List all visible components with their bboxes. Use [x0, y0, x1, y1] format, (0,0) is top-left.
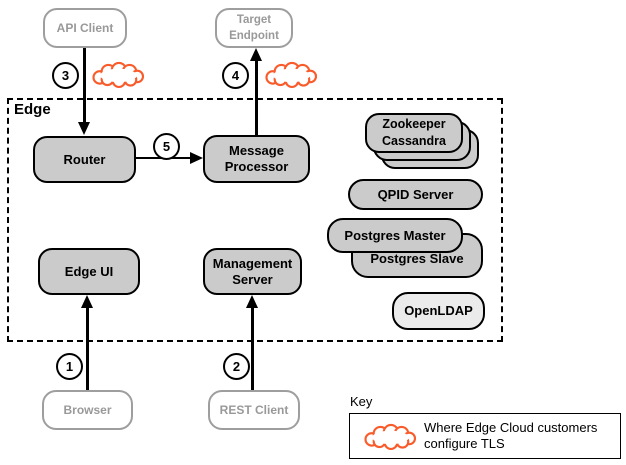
step-5-number: 5 [162, 139, 171, 154]
key-description: Where Edge Cloud customers configure TLS [424, 420, 598, 451]
tls-cloud-icon-step3 [92, 61, 145, 89]
zookeeper-label: Zookeeper [382, 117, 446, 131]
step-2-number: 2 [232, 359, 241, 374]
qpid-server-node: QPID Server [348, 179, 483, 210]
edge-label: Edge [14, 101, 51, 118]
key-title: Key [350, 394, 373, 409]
step-1-number: 1 [65, 359, 74, 374]
api-client-label: API Client [56, 21, 114, 35]
step-2-badge: 2 [223, 353, 250, 380]
edge-ui-label: Edge UI [64, 263, 114, 279]
api-client-node: API Client [43, 8, 127, 48]
rest-client-label: REST Client [219, 403, 289, 417]
postgres-master-node: Postgres Master [327, 218, 463, 253]
openldap-label: OpenLDAP [404, 303, 473, 318]
target-endpoint-label-line1: Target [236, 14, 272, 26]
zookeeper-cassandra-node: Zookeeper Cassandra [365, 113, 463, 153]
key-cloud-icon [364, 423, 417, 451]
cassandra-label: Cassandra [382, 134, 446, 148]
postgres-master-label: Postgres Master [344, 227, 446, 243]
management-server-node: Management Server [203, 248, 302, 295]
step-5-badge: 5 [153, 133, 180, 160]
key-box: Where Edge Cloud customers configure TLS [349, 413, 621, 459]
target-endpoint-node: Target Endpoint [215, 8, 293, 48]
tls-cloud-icon-step4 [265, 61, 318, 89]
openldap-node: OpenLDAP [392, 292, 485, 330]
router-node: Router [33, 136, 136, 183]
step-3-number: 3 [61, 68, 70, 83]
target-endpoint-label-line2: Endpoint [229, 30, 279, 42]
step-3-badge: 3 [52, 62, 79, 89]
step-4-badge: 4 [222, 62, 249, 89]
message-processor-node: Message Processor [203, 135, 310, 183]
qpid-server-label: QPID Server [377, 186, 454, 202]
rest-client-node: REST Client [208, 390, 300, 430]
router-label: Router [63, 151, 106, 167]
edge-ui-node: Edge UI [38, 248, 140, 295]
browser-node: Browser [42, 390, 133, 430]
message-processor-label-line1: Message [229, 143, 284, 158]
step-1-badge: 1 [56, 353, 83, 380]
browser-label: Browser [63, 403, 112, 417]
step-4-number: 4 [231, 68, 240, 83]
postgres-slave-label: Postgres Slave [370, 251, 464, 266]
message-processor-label-line2: Processor [224, 159, 289, 174]
management-server-label-line2: Server [232, 271, 273, 287]
management-server-label-line1: Management [212, 255, 293, 271]
